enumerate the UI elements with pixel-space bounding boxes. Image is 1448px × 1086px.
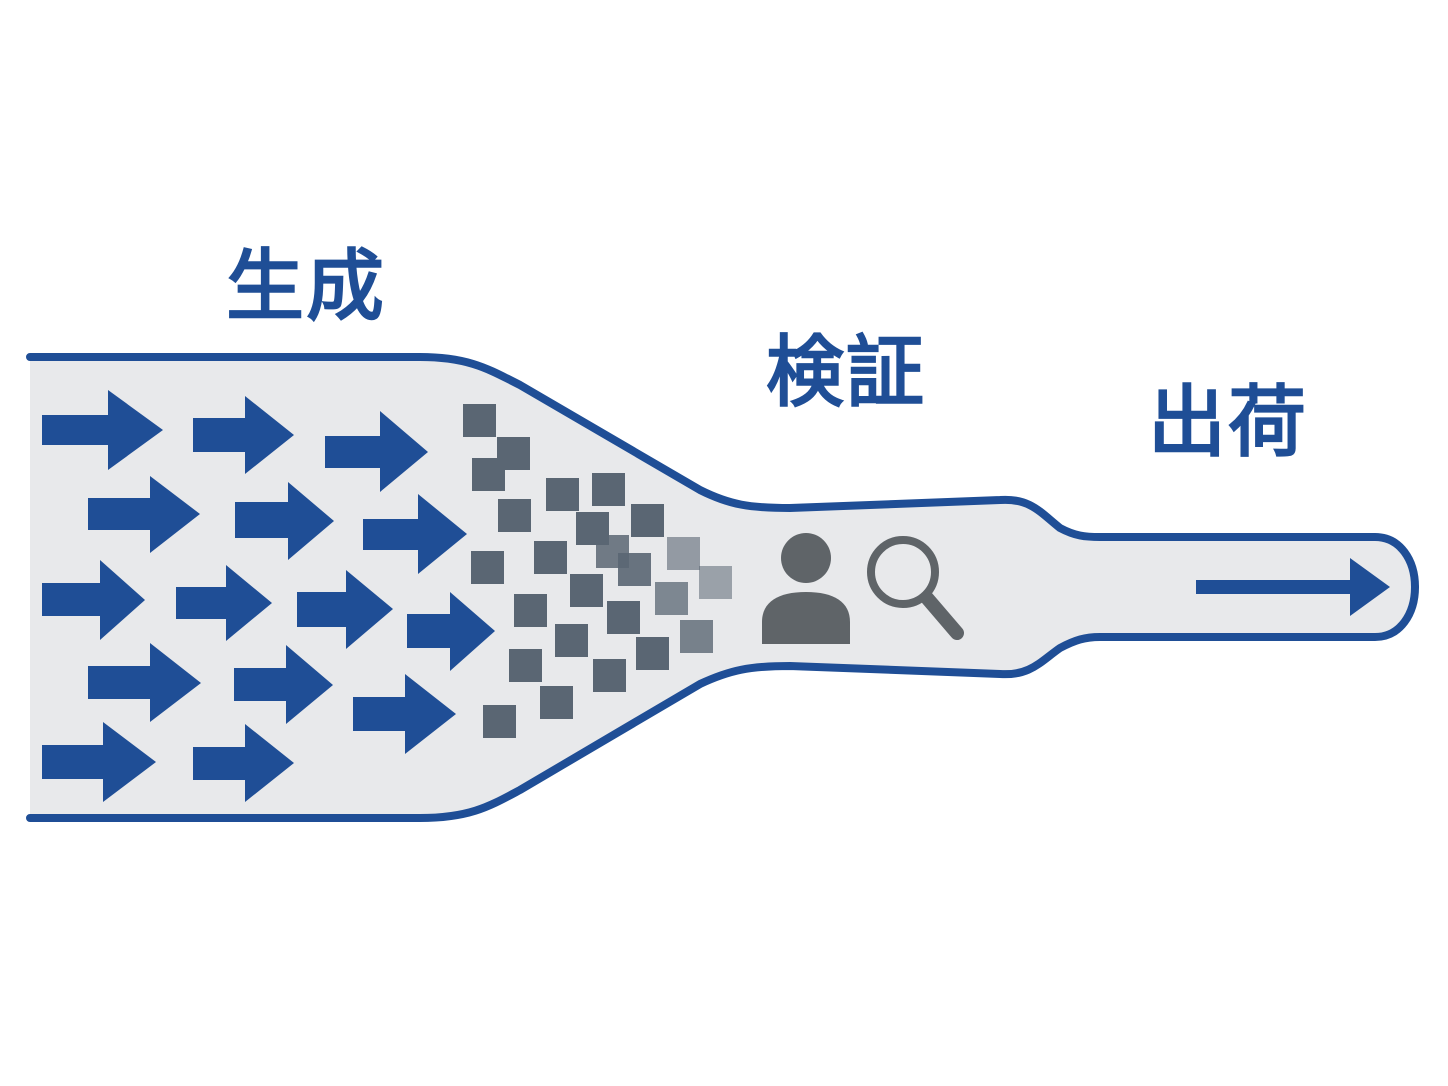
input-arrow-icon xyxy=(42,560,145,640)
candidate-square xyxy=(463,404,496,437)
candidate-squares-group xyxy=(463,404,732,738)
arrow-right-icon xyxy=(1196,558,1390,616)
input-arrow-icon xyxy=(353,674,456,754)
input-arrow-icon xyxy=(88,476,200,553)
person-icon xyxy=(762,533,850,644)
magnifier-icon xyxy=(867,536,964,640)
candidate-square xyxy=(636,637,669,670)
candidate-square xyxy=(607,601,640,634)
input-arrow-icon xyxy=(363,494,467,574)
candidate-square xyxy=(631,504,664,537)
candidate-square xyxy=(483,705,516,738)
input-arrow-icon xyxy=(42,390,163,470)
input-arrow-icon xyxy=(193,724,294,802)
candidate-square xyxy=(592,473,625,506)
candidate-square xyxy=(509,649,542,682)
stage-label-verify: 検証 xyxy=(766,328,927,418)
candidate-square xyxy=(514,594,547,627)
candidate-square xyxy=(680,620,713,653)
stage-label-generate: 生成 xyxy=(226,242,387,332)
candidate-square xyxy=(540,686,573,719)
input-arrow-icon xyxy=(325,411,428,492)
candidate-square xyxy=(593,659,626,692)
stage-label-ship: 出荷 xyxy=(1148,378,1309,468)
candidate-square xyxy=(471,551,504,584)
candidate-square xyxy=(555,624,588,657)
input-arrow-icon xyxy=(234,645,333,724)
pipe-outline-bottom xyxy=(26,583,1419,822)
candidate-square xyxy=(699,566,732,599)
candidate-square xyxy=(655,582,688,615)
input-arrow-icon xyxy=(297,570,393,649)
candidate-square xyxy=(667,537,700,570)
candidate-square xyxy=(472,458,505,491)
pipe-outline-top xyxy=(26,353,1419,591)
candidate-square xyxy=(618,553,651,586)
input-arrow-icon xyxy=(235,482,334,560)
input-arrow-icon xyxy=(407,592,495,671)
input-arrow-icon xyxy=(88,643,201,722)
candidate-square xyxy=(570,574,603,607)
input-arrows-group xyxy=(42,390,495,802)
candidate-square xyxy=(498,499,531,532)
candidate-square xyxy=(546,478,579,511)
candidate-square xyxy=(534,541,567,574)
input-arrow-icon xyxy=(176,565,272,641)
input-arrow-icon xyxy=(42,722,156,802)
input-arrow-icon xyxy=(193,396,294,474)
